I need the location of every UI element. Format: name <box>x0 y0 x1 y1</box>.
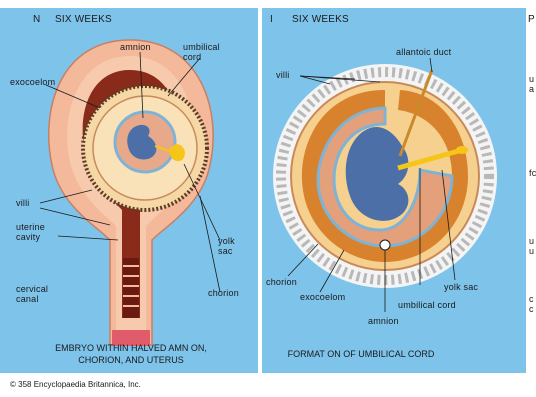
right-panel-letter: I <box>270 15 273 25</box>
left-caption: EMBRYO WITHIN HALVED AMN ON, CHORION, AN… <box>8 342 254 366</box>
label-chorion-left: chorion <box>208 288 239 298</box>
label-chorion-right: chorion <box>266 277 297 287</box>
label-exocoelom-right: exocoelom <box>300 292 345 302</box>
right-caption: FORMAT ON OF UMBILICAL CORD <box>266 348 456 360</box>
left-panel-stage: SIX WEEKS <box>55 15 112 25</box>
label-yolk-sac-right: yolk sac <box>444 282 478 292</box>
amnion-marker <box>380 240 390 250</box>
edge-panel-letter: P <box>528 15 535 25</box>
edge-fragment-4: u <box>529 236 534 246</box>
label-exocoelom-left: exocoelom <box>10 77 55 87</box>
label-allantoic-duct: allantoic duct <box>396 47 451 57</box>
right-panel-stage: SIX WEEKS <box>292 15 349 25</box>
label-uterine-cavity: uterine cavity <box>16 222 45 242</box>
label-umbilical-cord-left: umbilical cord <box>183 42 220 62</box>
edge-fragment-3: fc <box>529 168 536 178</box>
edge-fragment-1: u <box>529 74 534 84</box>
edge-fragment-5: u <box>529 246 534 256</box>
edge-fragment-7: c <box>529 304 534 314</box>
yolk-sac-right <box>456 146 468 154</box>
label-yolk-sac-left: yolk sac <box>218 236 235 256</box>
edge-fragment-2: a <box>529 84 534 94</box>
edge-fragment-6: c <box>529 294 534 304</box>
label-amnion-right: amnion <box>368 316 399 326</box>
copyright-notice: © 358 Encyclopaedia Britannica, Inc. <box>10 380 141 389</box>
label-umbilical-cord-right: umbilical cord <box>398 300 456 310</box>
left-panel-letter: N <box>33 15 40 25</box>
label-villi-right: villi <box>276 70 290 80</box>
label-amnion-left: amnion <box>120 42 151 52</box>
label-cervical-canal: cervical canal <box>16 284 48 304</box>
label-villi-left: villi <box>16 198 30 208</box>
